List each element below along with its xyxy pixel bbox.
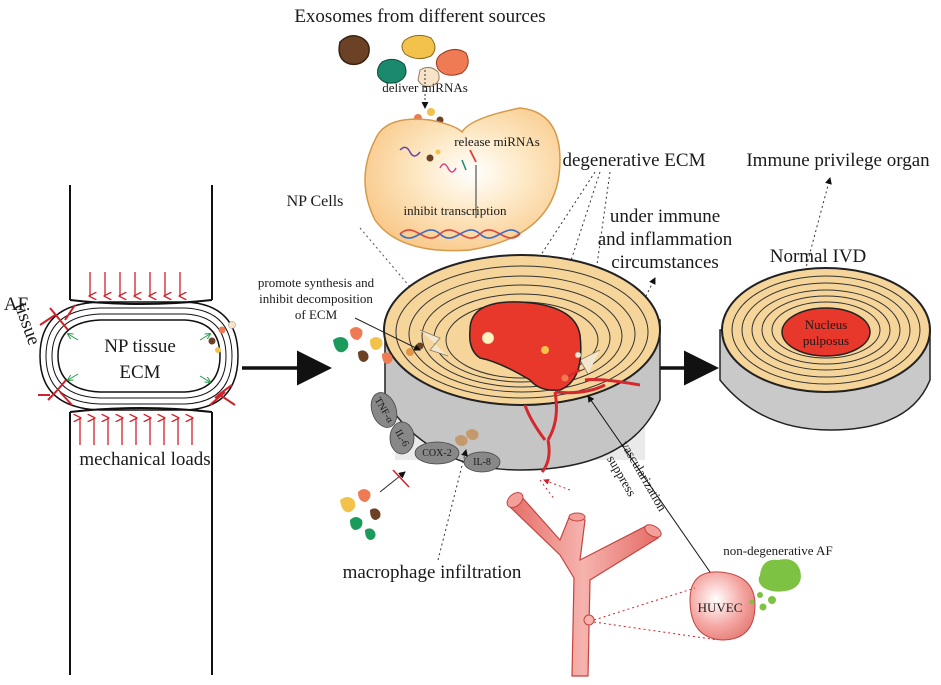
label-promote-3: of ECM xyxy=(295,307,338,322)
label-immune-privilege: Immune privilege organ xyxy=(746,150,930,171)
label-under-immune-2: and inflammation xyxy=(598,229,733,250)
spine-segment xyxy=(38,185,239,675)
label-cox2: COX-2 xyxy=(422,448,451,459)
label-inhibit-transcription: inhibit transcription xyxy=(404,203,507,218)
cytokines xyxy=(370,392,501,473)
green-af-cells xyxy=(749,559,801,611)
mechanical-load-arrows-bottom xyxy=(80,418,192,445)
label-mechanical: mechanical loads xyxy=(79,449,210,470)
title-exosomes: Exosomes from different sources xyxy=(294,6,545,27)
label-np-cells: NP Cells xyxy=(287,193,344,210)
exosome-cluster-top xyxy=(338,34,469,87)
label-release: release miRNAs xyxy=(454,134,540,149)
label-non-degenerative: non-degenerative AF xyxy=(723,543,832,558)
exosome-cluster-bottom xyxy=(340,489,381,540)
label-af-1: AF xyxy=(4,294,28,315)
label-under-immune-1: under immune xyxy=(610,206,720,227)
label-degenerative-ecm: degenerative ECM xyxy=(563,150,706,171)
label-af-2: tissue xyxy=(10,300,45,348)
mechanical-load-arrows-top xyxy=(90,272,180,296)
huvec-cell xyxy=(689,571,756,641)
disc-exosomes xyxy=(406,342,582,382)
label-promote-1: promote synthesis and xyxy=(258,275,375,290)
label-macrophage: macrophage infiltration xyxy=(343,562,522,583)
np-cell xyxy=(364,107,561,252)
label-ecm: ECM xyxy=(119,362,160,383)
label-huvec: HUVEC xyxy=(698,600,743,615)
label-under-immune-3: circumstances xyxy=(611,252,719,273)
normal-ivd-disc xyxy=(719,267,931,431)
blood-vessel xyxy=(506,492,662,677)
macrophage-shape xyxy=(455,429,479,446)
label-nucleus-1: Nucleus xyxy=(805,317,848,332)
label-nucleus-2: pulposus xyxy=(803,333,849,348)
degenerative-disc xyxy=(383,254,661,473)
label-normal-ivd: Normal IVD xyxy=(770,246,867,267)
label-deliver: deliver miRNAs xyxy=(382,80,468,95)
label-promote-2: inhibit decomposition xyxy=(259,291,373,306)
label-il8: IL-8 xyxy=(473,457,491,468)
label-np-tissue: NP tissue xyxy=(104,336,176,357)
exosome-cluster-left xyxy=(333,327,393,364)
